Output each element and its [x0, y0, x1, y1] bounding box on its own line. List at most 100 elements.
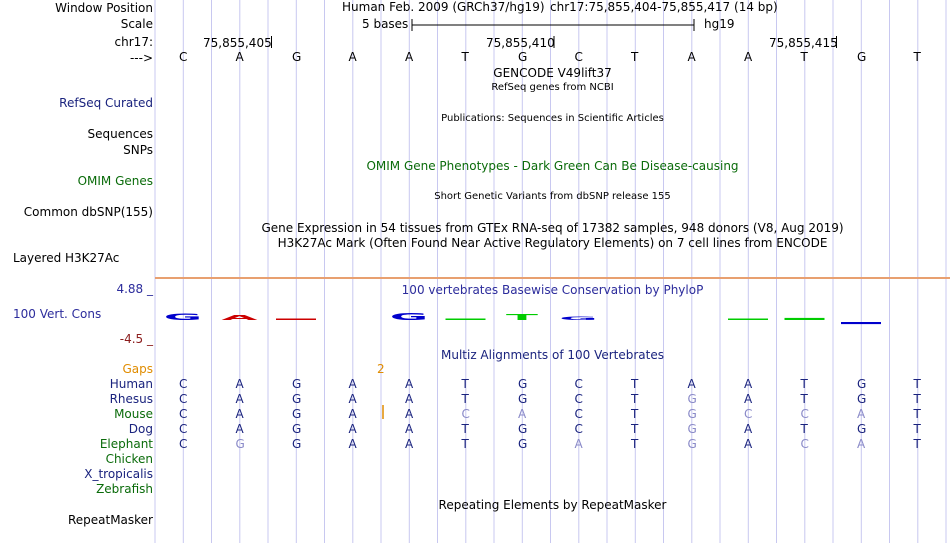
alignment-base: T — [800, 392, 808, 406]
scale-label: Scale — [120, 17, 153, 31]
alignment-base: G — [857, 392, 867, 406]
conservation-bar — [841, 322, 881, 325]
alignment-base: T — [913, 437, 921, 451]
alignment-base: G — [292, 437, 302, 451]
alignment-base: G — [857, 422, 867, 436]
species-label-elephant[interactable]: Elephant — [99, 437, 153, 451]
alignment-base: A — [574, 437, 583, 451]
alignment-base: T — [631, 377, 639, 391]
alignment-base: T — [631, 407, 639, 421]
alignment-base: C — [574, 377, 583, 391]
alignment-base: T — [800, 422, 808, 436]
species-label-dog[interactable]: Dog — [128, 422, 153, 436]
alignment-base: A — [348, 422, 357, 436]
phylop-max-value: 4.88 _ — [116, 282, 153, 296]
alignment-base: G — [687, 407, 697, 421]
sequences-label[interactable]: Sequences — [87, 127, 153, 141]
alignment-base: G — [687, 422, 697, 436]
omim-track-title[interactable]: OMIM Gene Phenotypes - Dark Green Can Be… — [366, 159, 739, 173]
alignment-base: C — [179, 437, 188, 451]
multiz-track-title[interactable]: Multiz Alignments of 100 Vertebrates — [440, 348, 665, 362]
repeatmasker-track-title[interactable]: Repeating Elements by RepeatMasker — [438, 498, 667, 512]
alignment-base: C — [800, 407, 809, 421]
strand-label[interactable]: ---> — [129, 51, 153, 65]
alignment-base: T — [913, 422, 921, 436]
refseq-curated-label[interactable]: RefSeq Curated — [59, 96, 153, 110]
alignment-base: A — [744, 377, 753, 391]
alignment-base: G — [292, 422, 302, 436]
alignment-base: A — [405, 407, 414, 421]
dbsnp-track-title[interactable]: Short Genetic Variants from dbSNP releas… — [434, 191, 671, 202]
alignment-base: C — [574, 422, 583, 436]
alignment-base: G — [518, 422, 528, 436]
alignment-base: G — [687, 392, 697, 406]
alignment-base: T — [631, 392, 639, 406]
refseq-track-title[interactable]: RefSeq genes from NCBI — [491, 82, 614, 93]
alignment-base: A — [235, 407, 244, 421]
gaps-label: Gaps — [122, 362, 153, 376]
dna-base: A — [348, 50, 357, 64]
species-label-rhesus[interactable]: Rhesus — [109, 392, 153, 406]
vert-cons-label[interactable]: 100 Vert. Cons — [13, 307, 102, 321]
repeatmasker-label[interactable]: RepeatMasker — [67, 513, 153, 527]
conservation-bar — [276, 318, 316, 320]
alignment-base: G — [687, 437, 697, 451]
phylop-track-title[interactable]: 100 vertebrates Basewise Conservation by… — [401, 283, 704, 297]
gencode-track-title[interactable]: GENCODE V49lift37 — [493, 66, 612, 80]
tick-label-1: 75,855,405 — [203, 36, 272, 50]
chr-label: chr17: — [114, 35, 153, 49]
alignment-base: G — [292, 377, 302, 391]
alignment-base: T — [631, 422, 639, 436]
alignment-base: T — [800, 377, 808, 391]
common-dbsnp-label[interactable]: Common dbSNP(155) — [23, 205, 153, 219]
window-coordinates[interactable]: chr17:75,855,404-75,855,417 (14 bp) — [550, 0, 778, 14]
alignment-base: A — [405, 377, 414, 391]
dna-base: T — [913, 50, 921, 64]
conservation-logo-letter: G — [390, 311, 428, 322]
window-position-label: Window Position — [55, 1, 153, 15]
alignment-base: T — [461, 377, 469, 391]
conservation-logo-letter: T — [506, 313, 538, 322]
layered-h3k27ac-label[interactable]: Layered H3K27Ac — [13, 251, 120, 265]
alignment-base: A — [405, 422, 414, 436]
dna-base: G — [857, 50, 867, 64]
species-label-mouse[interactable]: Mouse — [114, 407, 153, 421]
species-label-zebrafish[interactable]: Zebrafish — [96, 482, 153, 496]
species-label-chicken[interactable]: Chicken — [105, 452, 153, 466]
conservation-bar — [445, 318, 486, 320]
dna-base: A — [405, 50, 414, 64]
gtex-track-title[interactable]: Gene Expression in 54 tissues from GTEx … — [261, 221, 844, 235]
alignment-base: G — [235, 437, 245, 451]
scale-db: hg19 — [704, 17, 735, 31]
h3k27ac-track-title[interactable]: H3K27Ac Mark (Often Found Near Active Re… — [277, 236, 828, 250]
omim-genes-label[interactable]: OMIM Genes — [77, 174, 153, 188]
alignment-base: C — [744, 407, 753, 421]
alignment-base: G — [518, 392, 528, 406]
alignment-base: C — [574, 392, 583, 406]
alignment-base: T — [631, 437, 639, 451]
alignment-base: G — [292, 407, 302, 421]
alignment-base: C — [800, 437, 809, 451]
alignment-base: C — [179, 422, 188, 436]
alignment-base: C — [179, 392, 188, 406]
species-label-human[interactable]: Human — [109, 377, 153, 391]
conservation-bar — [728, 318, 768, 320]
dna-base: A — [235, 50, 244, 64]
alignment-base: T — [461, 422, 469, 436]
dna-base: G — [518, 50, 528, 64]
snps-label[interactable]: SNPs — [123, 143, 153, 157]
alignment-base: A — [857, 437, 866, 451]
conservation-logo-letter: A — [221, 314, 257, 322]
alignment-base: A — [235, 392, 244, 406]
alignment-base: C — [179, 377, 188, 391]
dna-base: G — [292, 50, 302, 64]
publications-track-title[interactable]: Publications: Sequences in Scientific Ar… — [441, 113, 664, 124]
species-label-x_tropicalis[interactable]: X_tropicalis — [84, 467, 153, 481]
alignment-base: T — [461, 392, 469, 406]
tick-label-3: 75,855,415 — [769, 36, 838, 50]
alignment-base: C — [574, 407, 583, 421]
alignment-base: T — [913, 377, 921, 391]
alignment-base: A — [518, 407, 527, 421]
alignment-base: A — [348, 377, 357, 391]
